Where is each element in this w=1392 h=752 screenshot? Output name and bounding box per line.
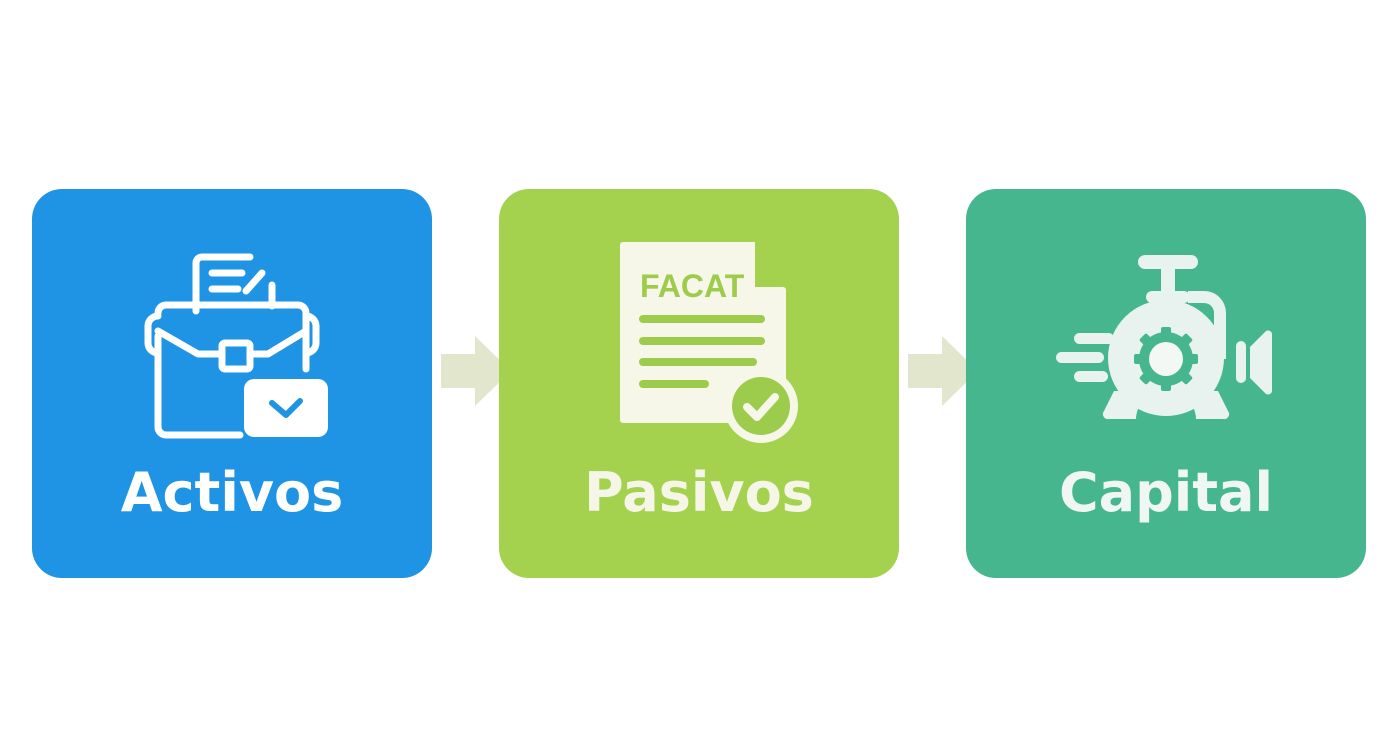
card-activos: Activos	[32, 189, 432, 578]
arrow-right-icon	[441, 336, 511, 406]
arrow-right-icon	[908, 336, 978, 406]
card-pasivos: FACAT Pasivos	[499, 189, 899, 578]
machine-gear-icon	[1056, 255, 1272, 420]
step-label-activos: Activos	[120, 461, 344, 524]
briefcase-check-icon	[144, 253, 328, 439]
step-label-capital: Capital	[1059, 461, 1273, 524]
invoice-check-icon: FACAT	[620, 242, 798, 443]
document-title: FACAT	[640, 268, 745, 304]
step-label-pasivos: Pasivos	[584, 461, 814, 524]
card-capital: Capital	[966, 189, 1366, 578]
